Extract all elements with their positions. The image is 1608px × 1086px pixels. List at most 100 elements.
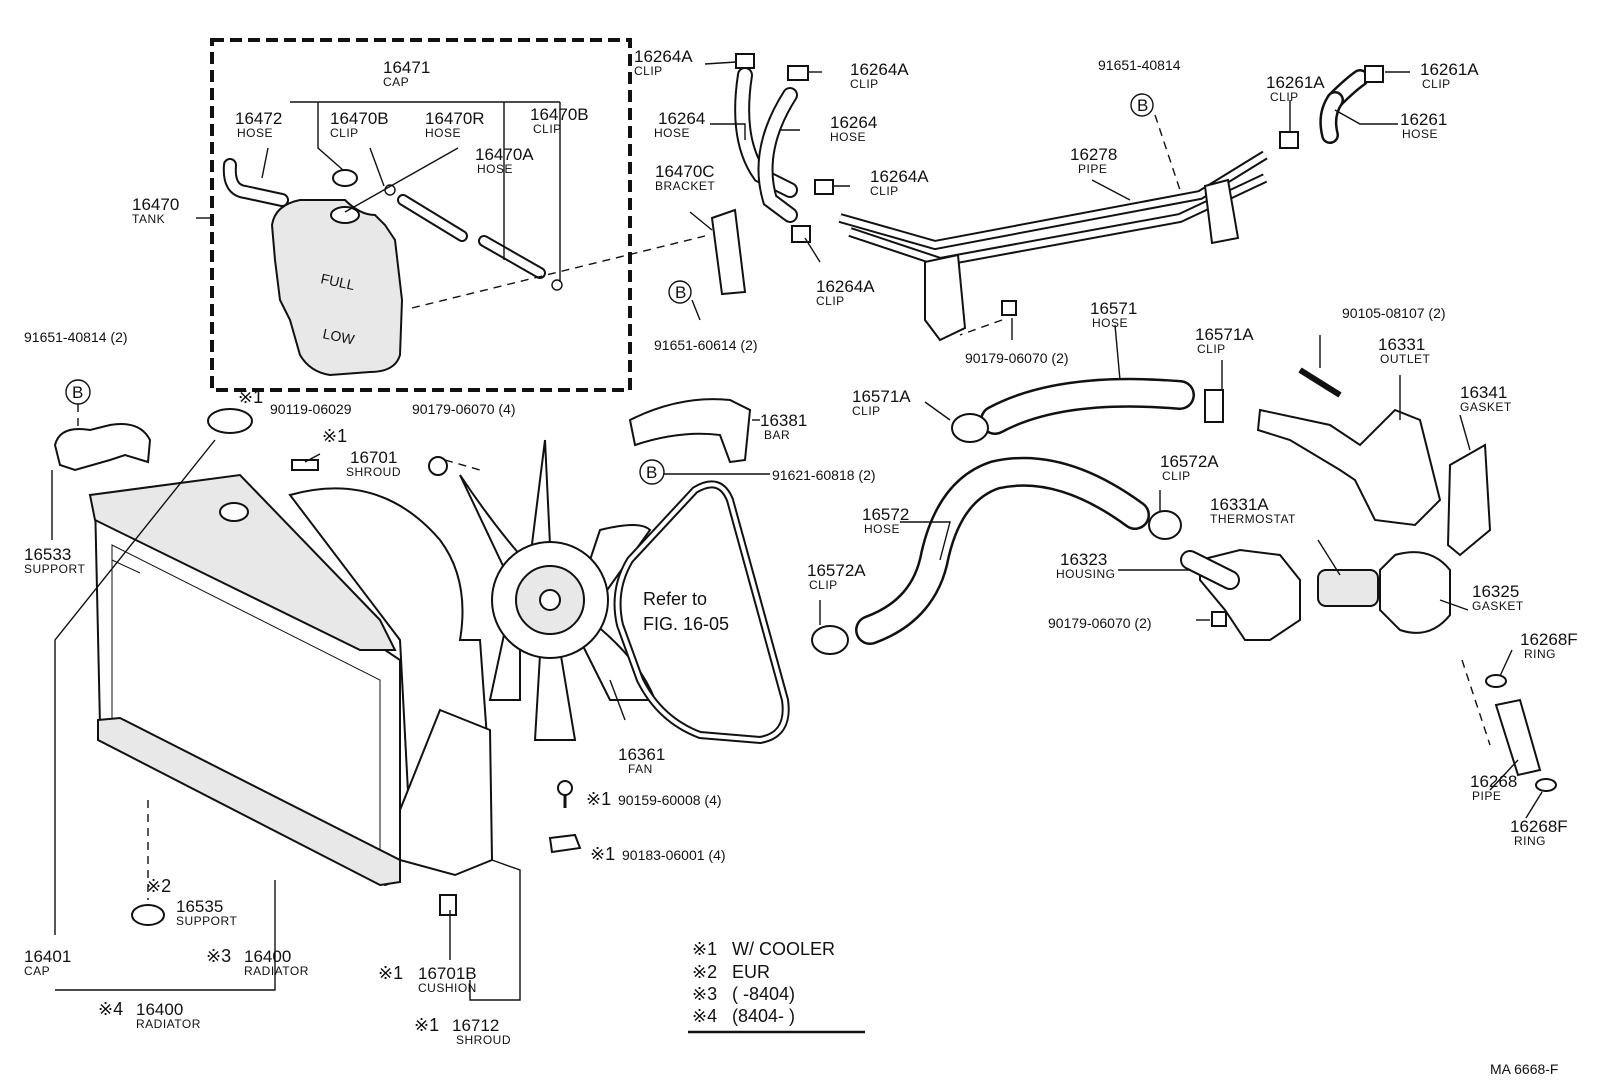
bracket-16470c-drawing: [710, 208, 747, 296]
tank-neck: [330, 206, 360, 224]
svg-text:B: B: [1137, 96, 1148, 115]
label-16268f-2-num: 16268F: [1510, 817, 1568, 836]
ref-90179-06070-4: 90179-06070 (4): [412, 401, 516, 417]
clip-16572a-drawing: [811, 625, 849, 655]
circle-b-pipe: [1130, 93, 1154, 117]
label-16400-name: RADIATOR: [244, 964, 309, 978]
clip-16571a-2-drawing: [1204, 389, 1224, 423]
reservoir-tank-drawing: [270, 199, 404, 377]
legend-mark-4: ※4: [692, 1006, 717, 1026]
label-16572-num: 16572: [862, 505, 909, 524]
circle-b-bracket: [668, 280, 692, 304]
label-16701-name: SHROUD: [346, 465, 401, 479]
ref-91651-40814: 91651-40814: [1098, 57, 1181, 73]
fan-16361-drawing: [459, 439, 657, 741]
label-16261a-num: 16261A: [1266, 73, 1325, 92]
label-16323-num: 16323: [1060, 550, 1107, 569]
label-16571a-2-name: CLIP: [1197, 342, 1226, 356]
outlet-16331-drawing: [1256, 408, 1442, 527]
label-16341-name: GASKET: [1460, 400, 1512, 414]
screw-90159-drawing: [557, 780, 573, 796]
ref-90119-06029: 90119-06029: [270, 401, 352, 417]
shroud-fan-group: Refer to FIG. 16-05 B 16381 BAR 91621-60…: [288, 398, 876, 1047]
ref-91621-60818: 91621-60818 (2): [772, 467, 876, 483]
upper-hoses-group: B 16264A CLIP 16264A CLIP 16264 HOSE 162…: [634, 47, 929, 353]
label-16533-num: 16533: [24, 545, 71, 564]
label-16264a-name: CLIP: [634, 64, 663, 78]
support-16535-drawing: [131, 904, 165, 926]
bolt-drawing: [1298, 367, 1342, 398]
label-16268f-name: RING: [1524, 647, 1556, 661]
label-16533-name: SUPPORT: [24, 562, 85, 576]
thermostat-group: 16572 HOSE 16572A CLIP 16572A CLIP 16331…: [807, 452, 1578, 848]
ring-16268f-drawing: [1485, 674, 1507, 688]
label-16323-name: HOUSING: [1056, 567, 1116, 581]
clip-16571a-drawing: [951, 413, 989, 443]
label-16470-name: TANK: [132, 212, 165, 226]
label-16572a-num: 16572A: [807, 561, 866, 580]
label-16264a-4-num: 16264A: [816, 277, 875, 296]
label-16470a-num: 16470A: [475, 145, 534, 164]
label-16471-name: CAP: [383, 75, 409, 89]
label-16381-name: BAR: [764, 428, 790, 442]
support-16533-drawing: [53, 423, 152, 472]
label-16712-num: 16712: [452, 1016, 499, 1035]
clip-16264a-drawing: [735, 53, 755, 69]
label-16325-num: 16325: [1472, 582, 1519, 601]
pipe-group: B 91651-40814 16278 PIPE 16261A CLIP 162…: [838, 57, 1479, 366]
label-16264a-3-name: CLIP: [870, 184, 899, 198]
label-16261-num: 16261: [1400, 110, 1447, 129]
label-16472-name: HOSE: [237, 126, 273, 140]
label-16572a-2-name: CLIP: [1162, 469, 1191, 483]
pipe-bracket-drawing: [1203, 178, 1240, 245]
clip-16470b-2-drawing: [551, 279, 563, 291]
legend-mark-2: ※2: [692, 962, 717, 982]
label-16472-num: 16472: [235, 109, 282, 128]
cushion-16701b-drawing: [439, 894, 457, 916]
label-16471-num: 16471: [383, 58, 430, 77]
mark1-shroud-2: ※1: [414, 1015, 439, 1035]
ref-91651-60614: 91651-60614 (2): [654, 337, 758, 353]
label-16264-name: HOSE: [654, 126, 690, 140]
label-16331-num: 16331: [1378, 335, 1425, 354]
mark2: ※2: [146, 876, 171, 896]
label-16535-num: 16535: [176, 897, 223, 916]
clip-16264a-3-drawing: [814, 179, 834, 195]
label-16571a-2-num: 16571A: [1195, 325, 1254, 344]
label-16278-name: PIPE: [1078, 162, 1107, 176]
label-16331a-num: 16331A: [1210, 495, 1269, 514]
label-16264-2-num: 16264: [830, 113, 877, 132]
mark3: ※3: [206, 946, 231, 966]
pipe-flange-drawing: [924, 253, 967, 342]
ref-90179-06070-2b: 90179-06070 (2): [1048, 615, 1152, 631]
figure-code: MA 6668-F: [1490, 1061, 1558, 1077]
legend-mark-3: ※3: [692, 984, 717, 1004]
shroud-16712-drawing: [399, 708, 494, 877]
label-16470b-name: CLIP: [330, 126, 359, 140]
ref-90159-60008: 90159-60008 (4): [618, 792, 722, 808]
label-16400-2-name: RADIATOR: [136, 1017, 201, 1031]
clip-90183-drawing: [548, 833, 582, 854]
label-16325-name: GASKET: [1472, 599, 1524, 613]
label-16268f-2-name: RING: [1514, 834, 1546, 848]
radiator-bottom-tank: [97, 716, 401, 887]
clip-16261a-2-drawing: [1364, 65, 1384, 83]
label-16361-name: FAN: [628, 762, 653, 776]
low-mark: LOW: [321, 325, 356, 347]
cap-drawing: [332, 169, 358, 187]
ref-90183-06001: 90183-06001 (4): [622, 847, 726, 863]
mark1-cushion: ※1: [378, 963, 403, 983]
thermostat-16331a-drawing: [1317, 569, 1379, 607]
nut-drawing: [1001, 300, 1017, 316]
label-16701b-num: 16701B: [418, 964, 477, 983]
label-16264a-num: 16264A: [634, 47, 693, 66]
label-16535-name: SUPPORT: [176, 914, 237, 928]
label-16268-name: PIPE: [1472, 789, 1501, 803]
label-16331a-name: THERMOSTAT: [1210, 512, 1296, 526]
legend-text-4: (8404- ): [732, 1006, 795, 1026]
label-16470c-name: BRACKET: [655, 179, 715, 193]
ref-90179-06070-2a: 90179-06070 (2): [965, 350, 1069, 366]
label-16470-num: 16470: [132, 195, 179, 214]
refer-fig-text: FIG. 16-05: [643, 614, 729, 634]
